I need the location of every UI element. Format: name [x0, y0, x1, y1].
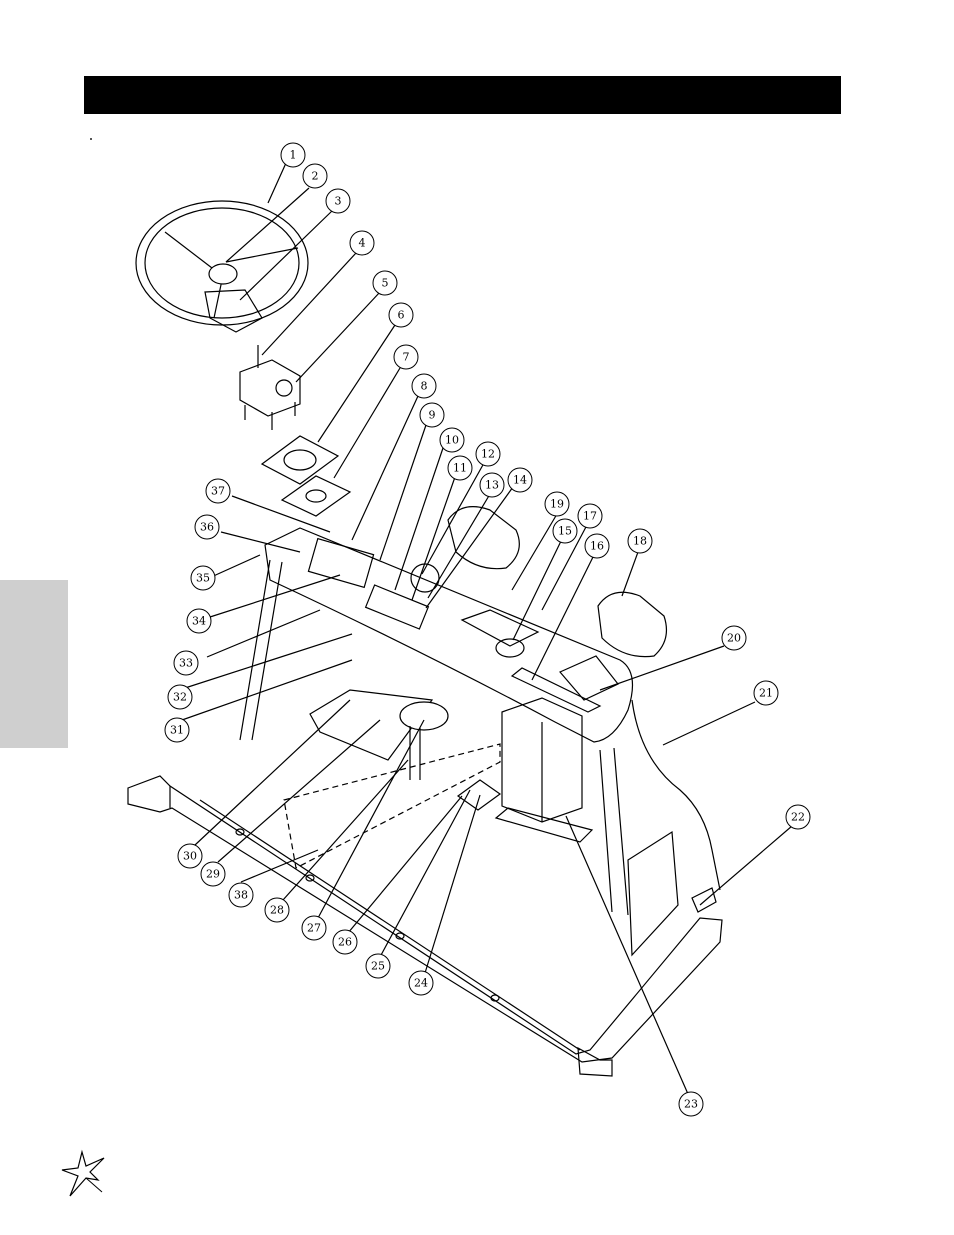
callout-22: 22 [785, 804, 811, 830]
callout-16: 16 [584, 533, 610, 559]
callout-11: 11 [447, 455, 473, 481]
header-bar [84, 76, 841, 114]
main-frame [127, 775, 723, 1063]
svg-text:21: 21 [759, 687, 773, 700]
callout-10: 10 [439, 427, 465, 453]
callout-2: 2 [302, 163, 328, 189]
seat-box [501, 697, 583, 823]
callout-32: 32 [167, 684, 193, 710]
line-art [127, 162, 793, 1095]
svg-text:3: 3 [335, 195, 342, 208]
callout-20: 20 [721, 625, 747, 651]
svg-text:23: 23 [684, 1098, 698, 1111]
svg-text:24: 24 [414, 977, 428, 990]
callout-35: 35 [190, 565, 216, 591]
star-burst-logo-icon [61, 1149, 105, 1197]
callout-31: 31 [164, 717, 190, 743]
svg-text:22: 22 [791, 811, 805, 824]
svg-text:18: 18 [633, 535, 647, 548]
gasket-upper [260, 435, 340, 485]
callout-26: 26 [332, 929, 358, 955]
dash-panel [264, 527, 634, 743]
callout-12: 12 [475, 441, 501, 467]
callout-7: 7 [393, 344, 419, 370]
svg-text:29: 29 [206, 868, 220, 881]
callout-37: 37 [205, 478, 231, 504]
svg-text:36: 36 [200, 521, 214, 534]
callout-6: 6 [388, 302, 414, 328]
callout-9: 9 [419, 402, 445, 428]
svg-text:2: 2 [312, 170, 319, 183]
svg-text:13: 13 [485, 479, 499, 492]
callout-38: 38 [228, 882, 254, 908]
callout-34: 34 [186, 608, 212, 634]
callout-25: 25 [365, 953, 391, 979]
svg-text:16: 16 [590, 540, 604, 553]
callout-36: 36 [194, 514, 220, 540]
callout-8: 8 [411, 373, 437, 399]
svg-text:5: 5 [382, 277, 389, 290]
tower-left [239, 559, 283, 741]
steering-wheel [135, 200, 309, 326]
section-tab [0, 580, 68, 748]
callout-24: 24 [408, 970, 434, 996]
linkage-dashed [283, 743, 501, 869]
callout-19: 19 [544, 491, 570, 517]
svg-text:31: 31 [170, 724, 184, 737]
svg-text:14: 14 [513, 474, 527, 487]
svg-text:25: 25 [371, 960, 385, 973]
gasket-lower [280, 475, 352, 517]
page-mark [90, 138, 92, 140]
svg-text:1: 1 [290, 149, 297, 162]
callout-13: 13 [479, 472, 505, 498]
svg-text:28: 28 [270, 904, 284, 917]
svg-text:19: 19 [550, 498, 564, 511]
svg-text:35: 35 [196, 572, 210, 585]
svg-text:12: 12 [481, 448, 495, 461]
callout-15: 15 [552, 518, 578, 544]
svg-text:15: 15 [558, 525, 572, 538]
callout-33: 33 [173, 650, 199, 676]
callout-17: 17 [577, 503, 603, 529]
svg-text:32: 32 [173, 691, 187, 704]
callout-4: 4 [349, 230, 375, 256]
svg-text:27: 27 [307, 922, 321, 935]
gear-box [239, 359, 301, 417]
steering-boot [204, 289, 263, 333]
callout-14: 14 [507, 467, 533, 493]
svg-text:30: 30 [183, 850, 197, 863]
callout-29: 29 [200, 861, 226, 887]
callout-23: 23 [678, 1091, 704, 1117]
svg-text:34: 34 [192, 615, 206, 628]
svg-text:4: 4 [359, 237, 366, 250]
callout-5: 5 [372, 270, 398, 296]
svg-text:33: 33 [179, 657, 193, 670]
svg-text:7: 7 [403, 351, 410, 364]
svg-text:8: 8 [421, 380, 428, 393]
callout-28: 28 [264, 897, 290, 923]
svg-text:17: 17 [583, 510, 597, 523]
svg-text:10: 10 [445, 434, 459, 447]
svg-text:11: 11 [453, 462, 467, 475]
svg-text:6: 6 [398, 309, 405, 322]
headlight-right [597, 591, 667, 658]
callout-3: 3 [325, 188, 351, 214]
callout-18: 18 [627, 528, 653, 554]
callout-21: 21 [753, 680, 779, 706]
svg-text:9: 9 [429, 409, 436, 422]
svg-text:37: 37 [211, 485, 225, 498]
svg-text:38: 38 [234, 889, 248, 902]
callout-27: 27 [301, 915, 327, 941]
callout-1: 1 [280, 142, 306, 168]
callout-30: 30 [177, 843, 203, 869]
svg-text:20: 20 [727, 632, 741, 645]
svg-text:26: 26 [338, 936, 352, 949]
headlight-left [447, 506, 520, 570]
